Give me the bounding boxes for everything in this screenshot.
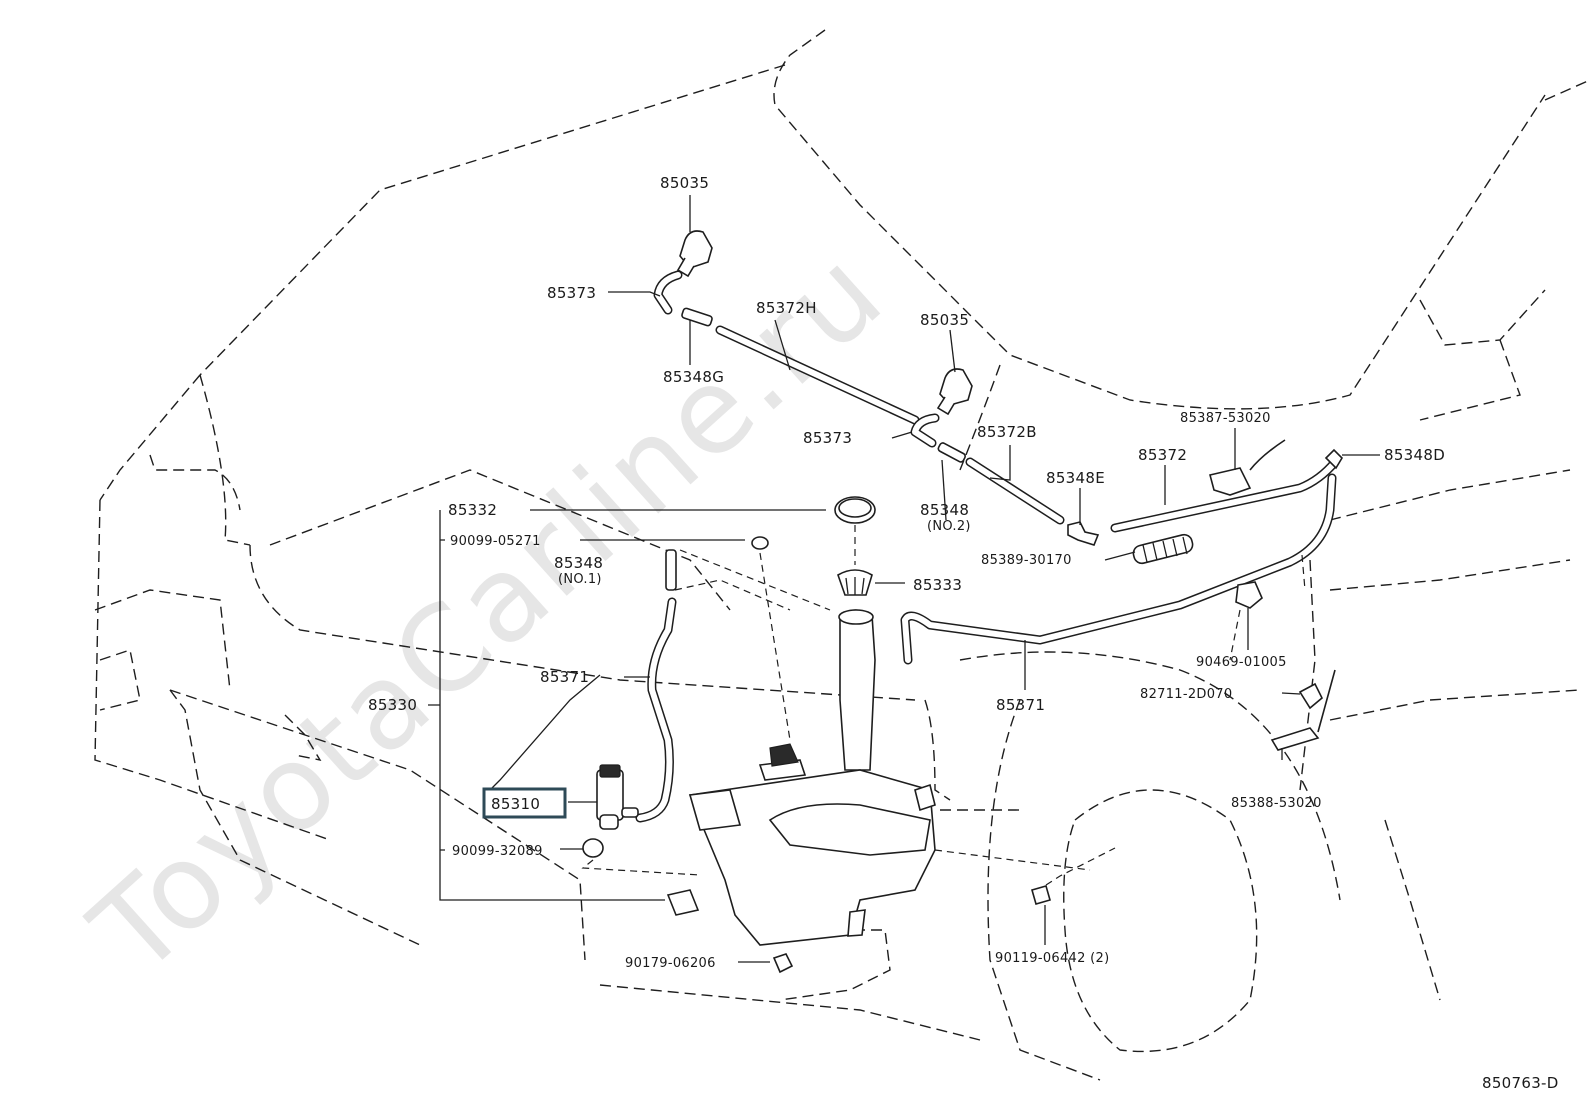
car-body-outline [94,29,1591,1081]
label-hose-85372b[interactable]: 85372B [977,423,1037,441]
clip-90469-01005-shape [1235,581,1263,609]
grommet-90099-05271-shape [751,536,769,550]
label-joint-85348-no2-suffix: (NO.2) [927,519,971,534]
joint-85348e-shape [1067,521,1100,546]
diagram-code: 850763-D [1482,1074,1559,1092]
label-bolt-90119-06442[interactable]: 90119-06442 (2) [995,951,1109,966]
washer-tank-shape [666,609,936,946]
label-nozzle-right[interactable]: 85035 [920,311,969,329]
pump-85310-shape [596,764,639,830]
label-clip-82711-2d070[interactable]: 82711-2D070 [1140,687,1232,702]
grommet-90099-32089-shape [582,838,604,858]
label-cap-85332[interactable]: 85332 [448,501,497,519]
label-protector-85389-30170[interactable]: 85389-30170 [981,553,1072,568]
label-grommet-90099-05271[interactable]: 90099-05271 [450,534,541,549]
label-joint-85348g[interactable]: 85348G [663,368,724,386]
nozzle-left-shape [676,230,713,278]
label-tank-assy-85330[interactable]: 85330 [368,696,417,714]
hose-85373-lower-shape [910,413,940,448]
hose-85371-right-shape [900,473,1337,665]
hose-85372h-shape [715,325,920,425]
label-joint-85348-no1-num[interactable]: 85348 [554,554,603,572]
label-joint-85348-no1-suffix: (NO.1) [558,572,602,587]
hose-85372b-shape [965,457,1065,525]
clamp-85388-53020-shape [1270,669,1336,751]
highlight-box [482,787,567,819]
clip-82711-2d070-shape [1298,682,1323,710]
label-joint-85348-no2-num[interactable]: 85348 [920,501,969,519]
label-nozzle-left[interactable]: 85035 [660,174,709,192]
bolt-90119-06442-shape [1031,885,1051,905]
joint-85348g-shape [681,307,713,327]
label-hose-85371-left[interactable]: 85371 [540,668,589,686]
label-hose-85372[interactable]: 85372 [1138,446,1187,464]
assembly-guide-lines [581,525,1306,886]
strainer-85333-shape [837,569,873,596]
cap-85332-shape [834,496,876,524]
leader-lines [428,195,1380,963]
label-hose-85371-right[interactable]: 85371 [996,696,1045,714]
label-hose-85372h[interactable]: 85372H [756,299,817,317]
label-joint-85348d[interactable]: 85348D [1384,446,1445,464]
joint-85348d-shape [1324,448,1344,470]
label-hose-85373-lower[interactable]: 85373 [803,429,852,447]
label-clamp-85387-53020[interactable]: 85387-53020 [1180,411,1271,426]
protector-85389-30170-shape [1132,533,1194,565]
hose-85371-left-shape [635,597,677,823]
nut-90179-06206-shape [772,953,794,974]
label-joint-85348e[interactable]: 85348E [1046,469,1105,487]
hose-85373-upper-shape [653,270,683,315]
joint-85348-no1-shape [665,549,677,591]
hose-85372-shape [1110,457,1340,533]
label-clip-90469-01005[interactable]: 90469-01005 [1196,655,1287,670]
part-labels: 85035 85373 85372H 85348G 85035 85373 85… [368,174,1559,1092]
label-pump-85310[interactable]: 85310 [491,795,540,813]
label-grommet-90099-32089[interactable]: 90099-32089 [452,844,543,859]
label-clamp-85388-53020[interactable]: 85388-53020 [1231,796,1322,811]
nozzle-right-shape [936,368,973,416]
joint-85348-no2-shape [937,442,966,463]
label-nut-90179-06206[interactable]: 90179-06206 [625,956,716,971]
clamp-85387-53020-shape [1209,439,1286,496]
label-strainer-85333[interactable]: 85333 [913,576,962,594]
label-hose-85373-upper[interactable]: 85373 [547,284,596,302]
